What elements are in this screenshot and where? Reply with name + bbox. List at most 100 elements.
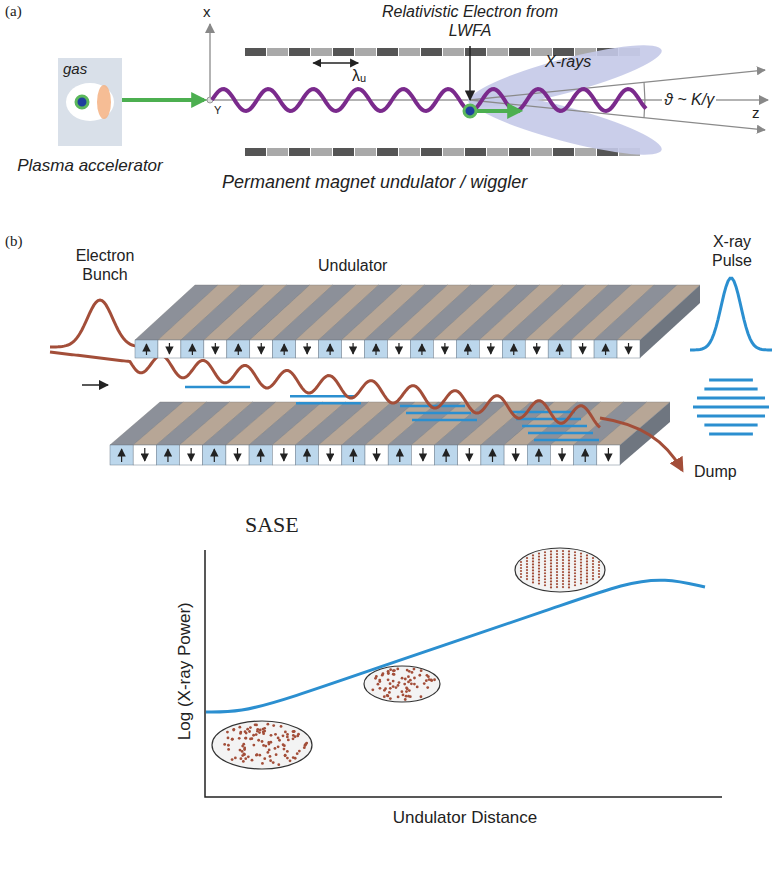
electron-dot <box>227 744 230 747</box>
magnet-block <box>531 148 552 156</box>
electron-dot <box>532 575 534 577</box>
angle-line <box>470 100 765 130</box>
magnet-front-face <box>527 445 550 465</box>
electron-dot <box>262 731 265 734</box>
electron-dot <box>568 580 570 582</box>
magnet-polarity <box>561 448 562 461</box>
electron-dot <box>402 694 405 697</box>
electron-dot <box>550 559 552 561</box>
electron-dot <box>544 557 546 559</box>
magnet-polarity <box>261 343 262 354</box>
electron-dot <box>550 577 552 579</box>
electron-dot <box>538 573 540 575</box>
magnet-block <box>509 48 530 56</box>
electron-dot <box>401 677 404 680</box>
radiation-line <box>516 418 581 421</box>
electron-dot <box>580 552 582 554</box>
magnet-front-face <box>456 340 479 358</box>
electron-dot <box>562 568 564 570</box>
pointer-arrow <box>469 46 471 100</box>
sase-plot <box>205 548 722 797</box>
electron-dot <box>389 697 392 700</box>
electron-dot <box>592 569 594 571</box>
electron-dot <box>568 556 570 558</box>
electron-dot <box>413 668 416 671</box>
radiation-line <box>510 411 575 414</box>
magnet-front-face <box>249 445 272 465</box>
electron-dot <box>574 551 576 553</box>
magnet-polarity <box>398 343 399 354</box>
magnet-front-face <box>388 445 411 465</box>
radiation-line <box>185 386 250 389</box>
magnet-polarity <box>446 449 447 462</box>
panel-a <box>116 24 768 166</box>
electron-dot <box>284 731 287 734</box>
magnet-block <box>421 148 442 156</box>
electron-dot <box>568 553 570 555</box>
electron <box>76 96 88 108</box>
electron-dot <box>592 566 594 568</box>
electron-dot <box>404 678 407 681</box>
electron-dot <box>377 683 380 686</box>
electron-dot <box>247 755 250 758</box>
electron-dot <box>526 566 528 568</box>
panel-b <box>50 278 772 470</box>
electron-dot <box>562 571 564 573</box>
magnet-polarity <box>608 448 609 461</box>
electron-dot <box>520 576 522 578</box>
magnet-front-face <box>227 340 250 358</box>
magnet-polarity <box>238 344 239 355</box>
electron-dot <box>241 750 244 753</box>
magnet-block <box>487 148 508 156</box>
magnet-block <box>355 48 376 56</box>
electron-dot <box>266 723 269 726</box>
electron-dot <box>392 673 395 676</box>
magnet-polarity <box>146 344 147 355</box>
magnet-polarity <box>469 448 470 461</box>
electron-dot <box>387 672 390 675</box>
electron-path <box>600 418 682 470</box>
radiation-line <box>412 419 477 422</box>
electron-dot <box>586 575 588 577</box>
electron-dot <box>544 554 546 556</box>
electron-dot <box>284 754 287 757</box>
magnet-block <box>267 148 288 156</box>
electron-dot <box>568 550 570 552</box>
electron-dot <box>538 558 540 560</box>
box-label: gas <box>63 60 87 78</box>
magnet-front-face <box>388 340 411 358</box>
electron-dot <box>544 569 546 571</box>
magnet-polarity <box>490 343 491 354</box>
magnet-front-face <box>342 340 365 358</box>
electron-dot <box>562 553 564 555</box>
pulse-wavefront <box>709 379 753 382</box>
magnet-polarity <box>585 449 586 462</box>
electron-dot <box>283 748 286 751</box>
electron-dot <box>574 581 576 583</box>
electron-dot <box>598 564 600 566</box>
electron-dot <box>538 567 540 569</box>
electron-dot <box>254 723 257 726</box>
magnet-front-face <box>342 445 365 465</box>
electron-dot <box>425 679 428 682</box>
angle-label: ϑ ~ K/γ <box>662 90 716 109</box>
electron-dot <box>550 574 552 576</box>
magnet-front-face <box>410 340 433 358</box>
electron-dot <box>223 743 226 746</box>
magnet-front-face <box>296 340 319 358</box>
magnet-block <box>289 148 310 156</box>
electron-dot <box>292 734 295 737</box>
electron-dot <box>397 695 400 698</box>
angle-arc <box>643 82 645 118</box>
device-label: Undulator <box>318 256 387 275</box>
electron-dot <box>562 577 564 579</box>
magnet-polarity <box>352 343 353 354</box>
electron-dot <box>289 759 292 762</box>
electron-dot <box>532 578 534 580</box>
electron-dot <box>520 564 522 566</box>
power-curve <box>206 580 705 712</box>
electron-dot <box>532 560 534 562</box>
electron-dot <box>305 743 308 746</box>
electron-dot <box>550 568 552 570</box>
electron-dot <box>411 671 414 674</box>
